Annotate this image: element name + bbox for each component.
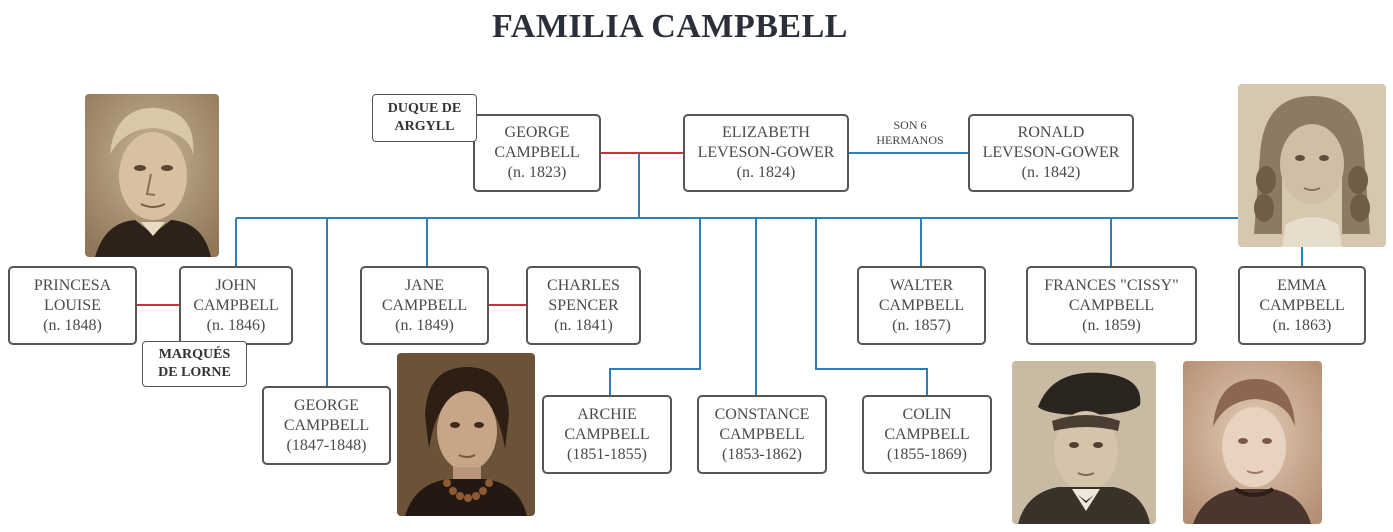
person-jane-campbell: JANE CAMPBELL (n. 1849) bbox=[360, 266, 489, 345]
sibling-note: SON 6 HERMANOS bbox=[876, 118, 944, 147]
diagram-title: FAMILIA CAMPBELL bbox=[492, 8, 848, 45]
person-colin-campbell: COLIN CAMPBELL (1855-1869) bbox=[862, 395, 992, 474]
person-princesa-louise: PRINCESA LOUISE (n. 1848) bbox=[8, 266, 137, 345]
person-george-campbell-1823: GEORGE CAMPBELL (n. 1823) bbox=[473, 114, 601, 192]
portrait-photo-walter bbox=[1012, 361, 1156, 524]
person-frances-cissy-campbell: FRANCES "CISSY" CAMPBELL (n. 1859) bbox=[1026, 266, 1197, 345]
person-charles-spencer: CHARLES SPENCER (n. 1841) bbox=[526, 266, 641, 345]
person-constance-campbell: CONSTANCE CAMPBELL (1853-1862) bbox=[697, 395, 827, 474]
person-elizabeth-leveson-gower: ELIZABETH LEVESON-GOWER (n. 1824) bbox=[683, 114, 849, 192]
person-ronald-leveson-gower: RONALD LEVESON-GOWER (n. 1842) bbox=[968, 114, 1134, 192]
person-george-campbell-1847: GEORGE CAMPBELL (1847-1848) bbox=[262, 386, 391, 465]
person-john-campbell: JOHN CAMPBELL (n. 1846) bbox=[179, 266, 293, 345]
person-archie-campbell: ARCHIE CAMPBELL (1851-1855) bbox=[542, 395, 672, 474]
portrait-photo-frances bbox=[1183, 361, 1322, 524]
portrait-photo-emma bbox=[1238, 84, 1386, 247]
person-walter-campbell: WALTER CAMPBELL (n. 1857) bbox=[857, 266, 986, 345]
title-label-marques-de-lorne: MARQUÉS DE LORNE bbox=[142, 341, 247, 387]
portrait-photo-jane bbox=[397, 353, 535, 516]
title-label-duque-de-argyll: DUQUE DE ARGYLL bbox=[372, 94, 477, 142]
person-emma-campbell: EMMA CAMPBELL (n. 1863) bbox=[1238, 266, 1366, 345]
portrait-photo-john bbox=[85, 94, 219, 257]
